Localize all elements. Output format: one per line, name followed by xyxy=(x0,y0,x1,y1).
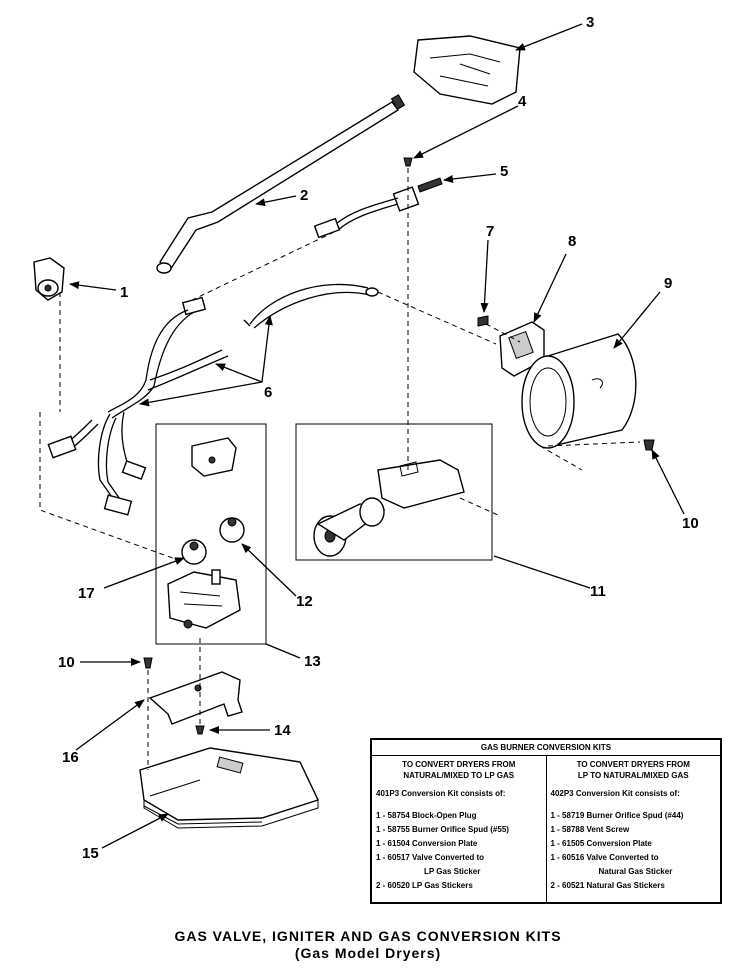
callout-12: 12 xyxy=(296,593,313,610)
part-4-screw xyxy=(403,157,413,167)
kit-item: 2 - 60521 Natural Gas Stickers xyxy=(550,881,665,890)
caption-title: GAS VALVE, IGNITER AND GAS CONVERSION KI… xyxy=(174,928,562,944)
kit-table-title: GAS BURNER CONVERSION KITS xyxy=(372,740,720,756)
callout-6: 6 xyxy=(264,384,272,401)
callout-7: 7 xyxy=(486,223,494,240)
kit-item: 2 - 60520 LP Gas Stickers xyxy=(376,881,473,890)
part-9-burner-cone xyxy=(521,333,637,449)
callout-16: 16 xyxy=(62,749,79,766)
kit-column-heading: TO CONVERT DRYERS FROM LP TO NATURAL/MIX… xyxy=(551,759,717,781)
part-10-screw-lower xyxy=(143,657,153,669)
callout-10-upper: 10 xyxy=(682,515,699,532)
part-6-wire-harness xyxy=(47,283,379,516)
kit-heading-line: TO CONVERT DRYERS FROM xyxy=(576,760,690,769)
leader-arrows xyxy=(69,23,685,849)
callout-10-lower: 10 xyxy=(58,654,75,671)
kit-item: 1 - 61504 Conversion Plate xyxy=(376,839,478,848)
callout-labels: 3 2 4 5 1 6 7 8 9 10 11 12 17 13 10 14 1… xyxy=(58,14,699,862)
callout-3: 3 xyxy=(586,14,594,31)
callout-13: 13 xyxy=(304,653,321,670)
part-1-clamp xyxy=(33,257,65,301)
kit-heading-line: TO CONVERT DRYERS FROM xyxy=(402,760,516,769)
callout-8: 8 xyxy=(568,233,576,250)
callout-1: 1 xyxy=(120,284,128,301)
part-15-base xyxy=(139,747,319,829)
part-16-mount-plate xyxy=(148,671,243,725)
callout-9: 9 xyxy=(664,275,672,292)
kit-item: 1 - 58788 Vent Screw xyxy=(550,825,630,834)
callout-11: 11 xyxy=(590,583,606,600)
kit-consists: 402P3 Conversion Kit consists of: xyxy=(550,789,680,798)
callout-17: 17 xyxy=(78,585,95,602)
conversion-kit-table: GAS BURNER CONVERSION KITS TO CONVERT DR… xyxy=(370,738,722,904)
part-11-igniter-box xyxy=(295,423,493,561)
kit-heading-line: LP TO NATURAL/MIXED GAS xyxy=(577,771,689,780)
part-5-sensor xyxy=(313,177,443,239)
callout-14: 14 xyxy=(274,722,291,739)
part-14-screw xyxy=(195,725,205,735)
part-3-shield xyxy=(413,35,521,105)
callout-2: 2 xyxy=(300,187,308,204)
callout-5: 5 xyxy=(500,163,508,180)
diagram-caption: GAS VALVE, IGNITER AND GAS CONVERSION KI… xyxy=(0,928,736,962)
kit-item: 1 - 58755 Burner Orifice Spud (#55) xyxy=(376,825,509,834)
callout-15: 15 xyxy=(82,845,99,862)
kit-column-to-lp: TO CONVERT DRYERS FROM NATURAL/MIXED TO … xyxy=(372,756,546,903)
alignment-lines xyxy=(39,168,641,770)
part-2-gas-tube xyxy=(156,94,406,274)
caption-subtitle: (Gas Model Dryers) xyxy=(294,945,442,961)
kit-item: 1 - 58719 Burner Orifice Spud (#44) xyxy=(550,811,684,820)
kit-column-to-natural: TO CONVERT DRYERS FROM LP TO NATURAL/MIX… xyxy=(545,756,721,903)
part-7-screw xyxy=(477,315,489,327)
part-13-valve-box xyxy=(155,423,267,645)
kit-item: 1 - 61505 Conversion Plate xyxy=(550,839,652,848)
kit-heading-line: NATURAL/MIXED TO LP GAS xyxy=(403,771,515,780)
kit-consists: 401P3 Conversion Kit consists of: xyxy=(376,789,506,798)
kit-item: 1 - 58754 Block-Open Plug xyxy=(376,811,477,820)
part-8-bracket xyxy=(499,321,545,377)
callout-4: 4 xyxy=(518,93,527,110)
kit-column-heading: TO CONVERT DRYERS FROM NATURAL/MIXED TO … xyxy=(376,759,542,781)
part-10-screw-upper xyxy=(643,439,655,451)
